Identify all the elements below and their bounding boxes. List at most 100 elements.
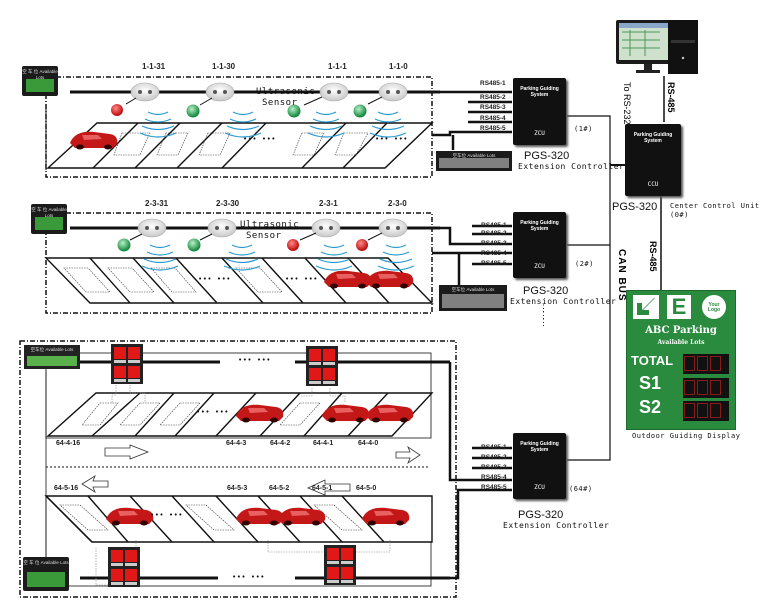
space-label: 64-5-0	[356, 485, 377, 492]
lots-count-screen	[27, 356, 77, 366]
controller-id: (2#)	[575, 260, 594, 268]
center-model: PGS-320	[612, 201, 658, 213]
space-label: 1-1-30	[212, 62, 236, 71]
ellipsis: ••• •••	[232, 573, 266, 581]
ultrasonic-sensor-icon	[207, 218, 237, 238]
rs485-port-label: RS485-4	[480, 115, 506, 122]
pc-link-label-rs485: RS-485	[666, 82, 676, 113]
subtitle: Available Lots	[657, 339, 705, 346]
entrance-available-lots-display: 空 车 位 Available Lots	[22, 66, 58, 96]
space-label: 64-4-0	[358, 440, 379, 447]
direction-arrow-left-icon	[307, 479, 351, 496]
car-icon	[70, 131, 118, 150]
rs485-port-label: RS485-3	[481, 240, 507, 247]
controller-type: Extension Controller	[510, 297, 617, 306]
space-label: 64-5-2	[269, 485, 290, 492]
can-bus-wiring	[567, 76, 665, 461]
brand-name: ABC Parking	[645, 325, 717, 336]
logo-placeholder: Your Logo	[701, 294, 727, 320]
space-label: 64-4-2	[270, 440, 291, 447]
s1-count-digits	[683, 378, 729, 398]
ultrasonic-sensor-icon	[205, 82, 235, 102]
indicator-light-green-icon	[186, 104, 200, 118]
outdoor-display-caption: Outdoor Guiding Display	[632, 432, 741, 440]
floor-1-wiring	[432, 90, 512, 150]
sensor-label: Ultrasonic	[256, 87, 316, 97]
ellipsis: ••• •••	[196, 408, 230, 416]
ellipsis: ••• •••	[198, 275, 232, 283]
space-label: 64-4-3	[226, 440, 247, 447]
space-label: 2-3-31	[145, 199, 169, 208]
indicator-light-green-icon	[287, 104, 301, 118]
indicator-light-red-icon	[287, 239, 299, 251]
ellipsis: ••• •••	[150, 511, 184, 519]
indicator-light-red-icon	[356, 239, 368, 251]
extension-controller-1: Parking Guiding System ZCU	[513, 78, 566, 145]
exit-available-lots-display: 空 车 位 Available Lots	[23, 557, 69, 591]
controller-model: PGS-320	[518, 509, 564, 521]
rs485-port-label: RS485-4	[481, 474, 507, 481]
ultrasonic-sensor-icon	[137, 218, 167, 238]
indicator-light-red-icon	[111, 104, 123, 116]
exit-arrow-icon	[81, 475, 109, 493]
indicator-light-green-icon	[187, 238, 201, 252]
space-label: 1-1-31	[142, 62, 166, 71]
entrance-available-lots-display: 空 车 位 Available Lots	[31, 204, 67, 234]
space-label: 1-1-0	[389, 62, 408, 71]
ellipsis: ••• •••	[243, 135, 277, 143]
entrance-letter-icon: E	[667, 295, 691, 319]
floor-2-zone	[44, 212, 440, 314]
s2-count-digits	[683, 401, 729, 421]
ultrasonic-sensor-icon	[378, 218, 408, 238]
rs485-port-label: RS485-2	[481, 230, 507, 237]
sensor-label: Sensor	[246, 231, 282, 241]
space-label: 1-1-1	[328, 62, 347, 71]
space-indicator-panel	[324, 545, 356, 585]
space-label: 64-4-1	[313, 440, 334, 447]
rs485-port-label: RS485-1	[480, 80, 506, 87]
floor-2-sensors	[117, 218, 415, 271]
space-label: 64-5-3	[227, 485, 248, 492]
more-controllers-ellipsis: ⋮⋮⋮	[539, 304, 549, 328]
ultrasonic-sensor-icon	[378, 82, 408, 102]
space-indicator-panel	[108, 547, 140, 587]
floor-64-wiring	[448, 362, 512, 580]
rs485-port-label: RS485-3	[481, 464, 507, 471]
space-indicator-panel	[306, 346, 338, 386]
rs485-port-label: RS485-3	[480, 104, 506, 111]
lots-count-screen	[27, 572, 65, 587]
pc-link-label-rs232: To RS-232	[622, 82, 632, 125]
rs485-port-label: RS485-5	[480, 125, 506, 132]
row-label-total: TOTAL	[631, 353, 674, 368]
space-label: 2-3-30	[216, 199, 240, 208]
space-label: 64-5-1	[312, 485, 333, 492]
controller-model: PGS-320	[523, 285, 569, 297]
space-label: 2-3-1	[319, 199, 338, 208]
ellipsis: ••• •••	[285, 275, 319, 283]
lots-count-screen	[26, 79, 54, 92]
arrow-down-left-icon	[633, 295, 659, 319]
zone-available-lots-display: 空车位 Available Lots	[436, 151, 512, 171]
center-control-unit: Parking Guiding System CCU	[625, 124, 681, 196]
top-available-lots-display: 空车位 Available Lots	[24, 345, 80, 369]
space-label: 64-5-16	[54, 485, 79, 492]
extension-controller-64: Parking Guiding System ZCU	[513, 433, 566, 499]
controller-id: (64#)	[569, 485, 593, 493]
zone-available-lots-display: 空车位 Available Lots	[439, 285, 507, 311]
rs485-port-label: RS485-1	[481, 444, 507, 451]
rs485-port-label: RS485-2	[481, 454, 507, 461]
floor-2-wiring	[432, 224, 512, 285]
rs485-port-label: RS485-4	[481, 250, 507, 257]
space-label: 64-4-16	[56, 440, 81, 447]
ultrasonic-sensor-icon	[311, 218, 341, 238]
lots-count-screen	[439, 158, 509, 168]
total-count-digits	[683, 354, 729, 374]
row-label-s2: S2	[639, 397, 662, 417]
floor-64-zone	[19, 340, 457, 598]
computer-icon	[616, 20, 698, 74]
display-link-label: RS-485	[648, 241, 658, 272]
controller-model: PGS-320	[524, 150, 570, 162]
rs485-port-label: RS485-1	[481, 222, 507, 229]
ellipsis: ••• •••	[238, 356, 272, 364]
